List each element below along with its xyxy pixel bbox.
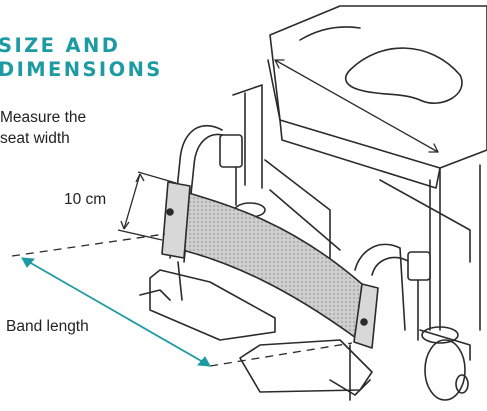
band-length-label: Band length: [6, 318, 89, 335]
caption-line-2: seat width: [0, 130, 70, 147]
page-title: SIZE AND DIMENSIONS: [0, 34, 163, 82]
chair-frame: [139, 84, 481, 401]
title-line-1: SIZE AND: [0, 34, 121, 57]
band-height-label: 10 cm: [64, 191, 107, 208]
band-height-dimension: [117, 171, 177, 241]
leg-band: [161, 181, 379, 349]
instruction-caption: Measure the seat width: [0, 107, 86, 149]
caption-line-1: Measure the: [0, 109, 87, 126]
title-line-2: DIMENSIONS: [0, 58, 163, 81]
band-length-dimension: [11, 233, 353, 367]
seat-width-arrow: [274, 59, 439, 153]
seat-cushion: [267, 5, 487, 189]
